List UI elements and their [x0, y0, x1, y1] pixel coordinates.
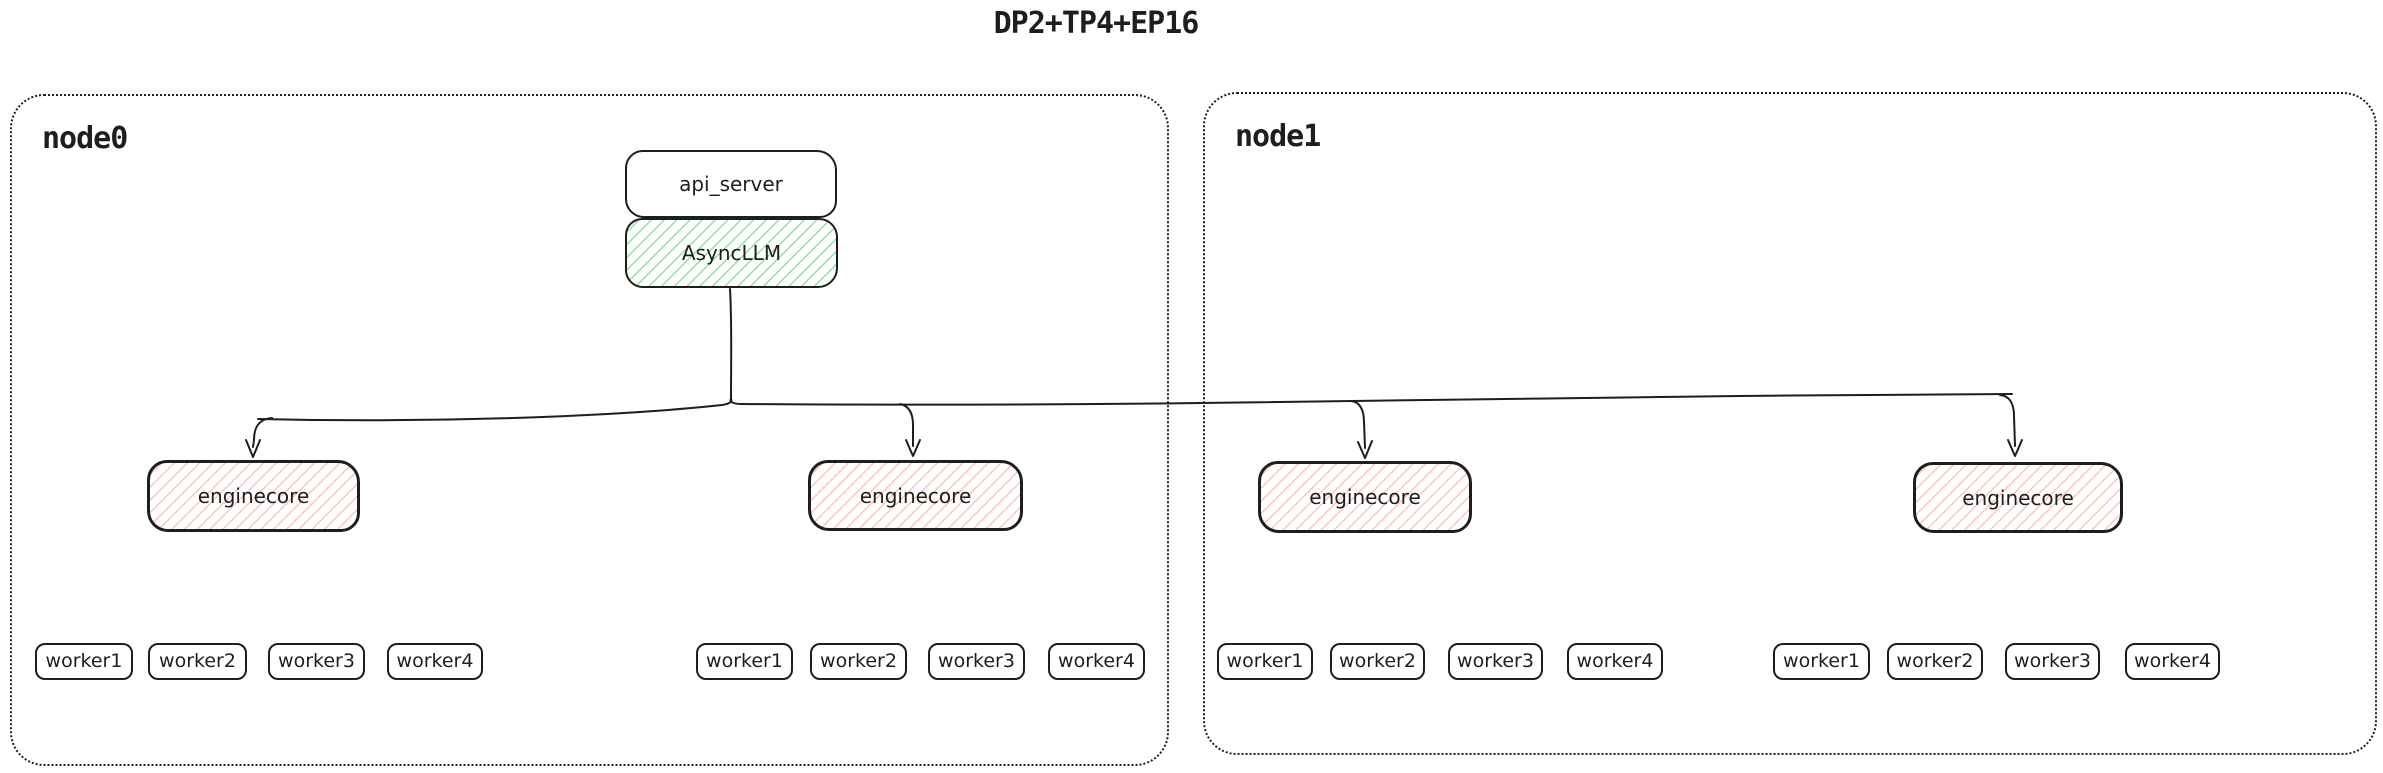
asyncllm-box: AsyncLLM [625, 218, 838, 288]
worker-box: worker3 [2005, 643, 2100, 680]
worker-box: worker4 [2125, 643, 2220, 680]
worker-box: worker2 [1330, 643, 1425, 680]
worker-box: worker2 [1887, 643, 1983, 680]
worker-box: worker1 [696, 643, 793, 680]
worker-box: worker3 [1448, 643, 1543, 680]
worker-box: worker1 [35, 643, 133, 680]
worker-box: worker3 [928, 643, 1025, 680]
enginecore-box-4: enginecore [1913, 462, 2123, 533]
worker-box: worker2 [148, 643, 247, 680]
worker-box: worker2 [810, 643, 907, 680]
api-server-box: api_server [625, 150, 837, 218]
worker-box: worker4 [1567, 643, 1663, 680]
worker-box: worker4 [1048, 643, 1145, 680]
enginecore-box-2: enginecore [808, 460, 1023, 531]
node1-container: node1 [1203, 92, 2377, 755]
worker-box: worker1 [1773, 643, 1870, 680]
enginecore-box-1: enginecore [147, 460, 360, 532]
worker-box: worker3 [268, 643, 365, 680]
node1-label: node1 [1235, 119, 1321, 154]
worker-box: worker4 [387, 643, 483, 680]
node0-label: node0 [42, 121, 128, 156]
node0-container: node0 [10, 94, 1169, 766]
worker-box: worker1 [1217, 643, 1313, 680]
diagram-title: DP2+TP4+EP16 [993, 6, 1200, 41]
enginecore-box-3: enginecore [1258, 461, 1472, 533]
